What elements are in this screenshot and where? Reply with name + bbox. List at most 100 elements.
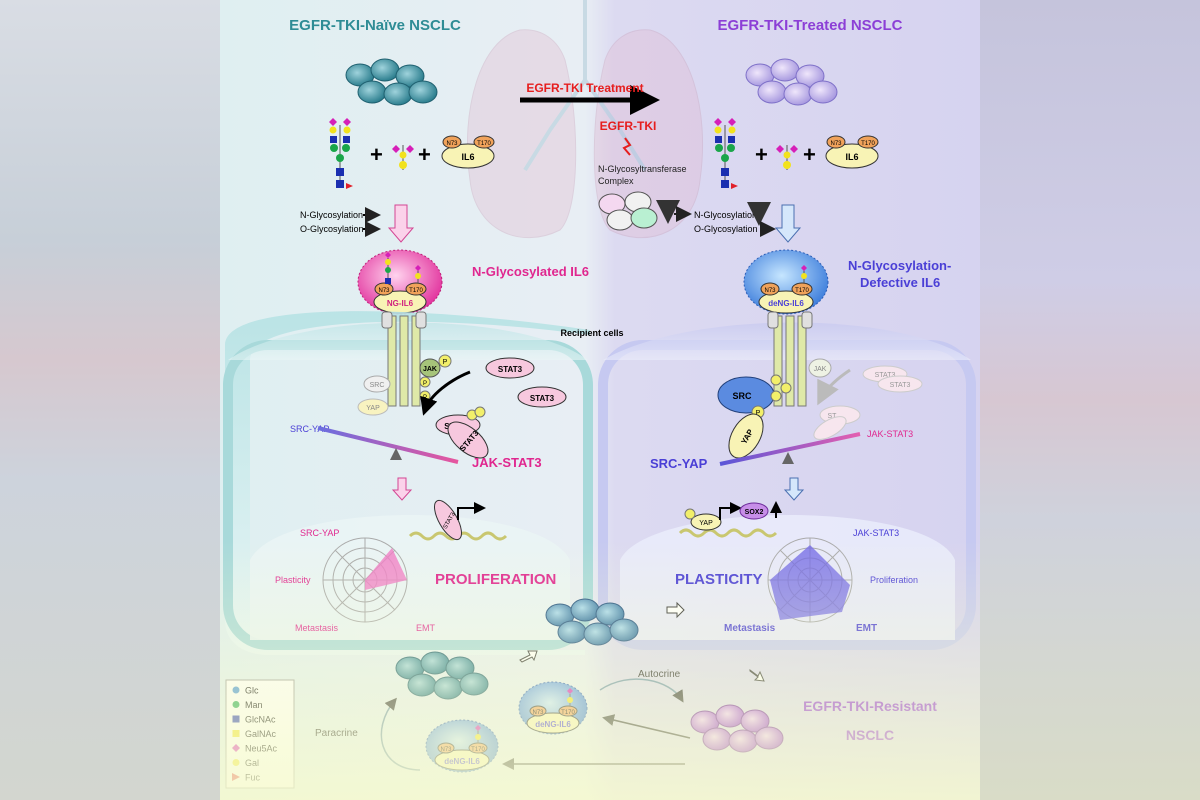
legend-label: Gal [245,758,259,768]
blurred-right-backdrop [980,0,1200,800]
sox2-node [739,502,769,520]
right-fulcrum [782,452,794,464]
recipient-cells-label: Recipient cells [560,328,623,338]
svg-text:T170: T170 [795,288,809,294]
svg-text:SRC: SRC [732,391,752,401]
right-dna-yap [690,513,722,531]
transferase-label-2: Complex [598,176,634,186]
ng-il6-heading: N-Glycosylated IL6 [472,264,589,279]
treated-cell-cluster [745,58,838,106]
right-dna [678,528,778,538]
svg-text:N73: N73 [532,710,544,716]
left-n-glyco: N-Glycosylation [300,210,363,220]
svg-text:IL6: IL6 [845,152,858,162]
blurred-left-backdrop [0,0,220,800]
svg-text:STAT3: STAT3 [875,372,896,379]
svg-text:T170: T170 [561,710,575,716]
legend-glc-icon [232,686,240,694]
legend-label: GalNAc [245,729,277,739]
right-n-glyco: N-Glycosylation [694,210,757,220]
ng-il6-ligand: NG-IL6 N73 T170 [357,249,443,315]
svg-text:JAK: JAK [814,366,827,373]
svg-text:NG-IL6: NG-IL6 [387,299,414,308]
deng-il6-heading-2: Defective IL6 [860,275,940,290]
svg-text:IL6: IL6 [461,152,474,162]
right-radar-br: EMT [856,623,877,634]
stat3-right-faded-2 [877,375,923,393]
left-outcome: PROLIFERATION [435,571,556,588]
svg-text:N73: N73 [830,141,842,147]
svg-text:T170: T170 [409,288,423,294]
left-dna-stat3 [434,499,462,541]
legend-neu5ac-icon [232,744,240,752]
right-jak-stat3-label: JAK-STAT3 [867,429,913,439]
right-radar-top: JAK-STAT3 [853,528,899,538]
left-yap-faded [357,398,389,416]
right-jak-faded [808,358,832,378]
left-radar-top: SRC-YAP [300,528,339,538]
legend-glcnac-icon [232,715,240,723]
svg-text:N73: N73 [446,141,458,147]
left-o-glyco: O-Glycosylation [300,224,364,234]
legend-label: GlcNAc [245,715,276,725]
lightning-icon [622,137,632,156]
transferase-complex [598,191,692,231]
autocrine-label: Autocrine [638,669,681,680]
legend-gal-icon [232,759,240,766]
svg-text:+: + [418,142,431,167]
svg-text:deNG-IL6: deNG-IL6 [444,757,480,766]
svg-text:deNG-IL6: deNG-IL6 [535,720,571,729]
svg-text:T170: T170 [477,141,491,147]
transferase-label-1: N-Glycosyltransferase [598,164,687,174]
resistant-cell-cluster [690,704,784,753]
autocrine-deng-il6: deNG-IL6 N73 T170 [518,681,588,735]
svg-text:+: + [370,142,383,167]
legend-label: Neu5Ac [245,744,278,754]
right-il6-receptor [767,311,813,407]
src-complex: SRC P [717,374,792,419]
naive-glycans: + + [329,118,431,189]
stat3-left-2 [517,386,567,408]
legend-label: Man [245,700,263,710]
svg-text:N73: N73 [440,747,452,753]
right-radar-chart [767,537,853,623]
deng-il6-ligand: deNG-IL6 N73 T170 [743,249,829,315]
diagram-panel: EGFR-TKI-Naïve NSCLC EGFR-TKI-Treated NS… [220,0,980,800]
right-radar-bl: Metastasis [724,623,776,634]
lung-illustration [467,0,703,239]
yap-right: YAP [728,413,764,459]
treated-glycans: + + [714,118,816,189]
svg-text:YAP: YAP [699,520,713,527]
svg-text:+: + [803,142,816,167]
svg-text:JAK: JAK [423,366,437,373]
pathway-diagram: EGFR-TKI-Naïve NSCLC EGFR-TKI-Treated NS… [223,0,976,789]
resistant-title-1: EGFR-TKI-Resistant [803,698,937,714]
svg-text:+: + [755,142,768,167]
left-radar-left: Plasticity [275,575,311,585]
left-src-yap-label: SRC-YAP [290,424,329,434]
left-down-arrow [387,204,415,243]
svg-text:SRC: SRC [370,382,385,389]
svg-text:T170: T170 [471,747,485,753]
legend-label: Glc [245,686,259,696]
svg-text:STAT3: STAT3 [530,394,555,403]
svg-text:STAT3: STAT3 [498,365,523,374]
deng-il6-heading-1: N-Glycosylation- [848,258,951,273]
naive-cell-cluster [345,58,438,106]
treatment-label: EGFR-TKI Treatment [526,81,643,95]
resistant-title-2: NSCLC [846,727,894,743]
svg-text:STAT3: STAT3 [890,382,911,389]
stat3-dimer: STA STAT3 [435,406,489,459]
center-cell-cluster [545,598,639,646]
svg-text:T170: T170 [861,141,875,147]
egfr-tki-label: EGFR-TKI [600,119,657,133]
svg-text:P: P [423,395,427,401]
svg-text:P: P [756,410,761,417]
svg-text:ST: ST [828,413,838,420]
treated-il6-protein: IL6 N73 T170 [825,135,879,169]
left-radar-br: EMT [416,623,436,633]
treated-title: EGFR-TKI-Treated NSCLC [717,17,902,34]
right-seesaw-beam [719,432,861,466]
right-radar-right: Proliferation [870,575,918,585]
